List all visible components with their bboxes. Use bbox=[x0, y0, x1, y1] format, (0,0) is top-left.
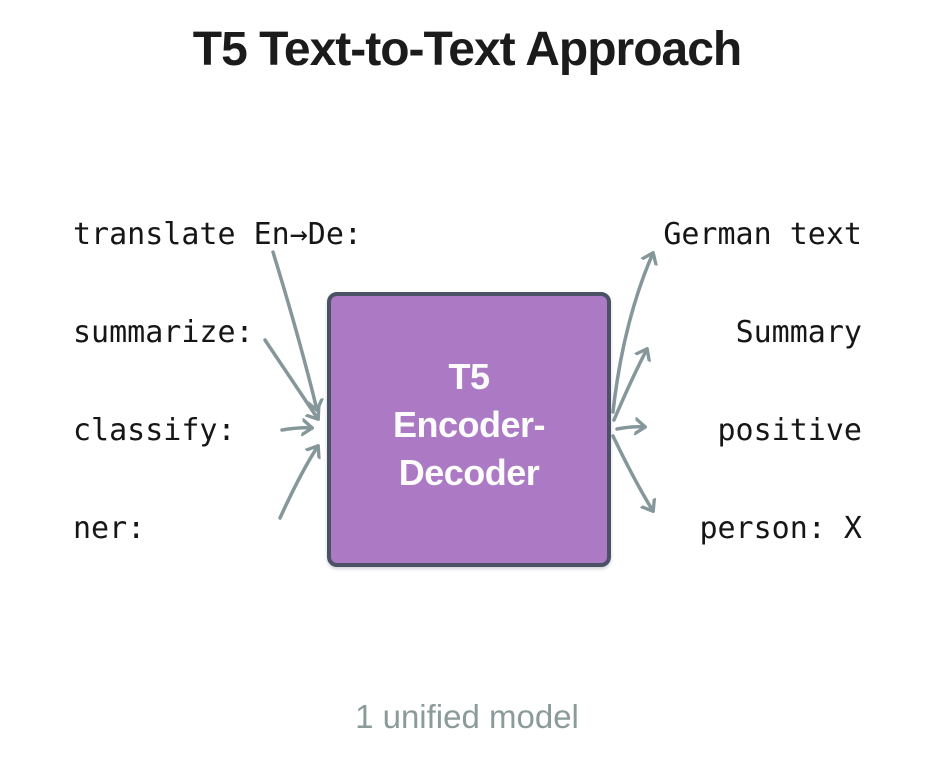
arrow-classify-to-model bbox=[280, 428, 312, 430]
output-label-person: person: X bbox=[699, 511, 862, 546]
output-label-positive: positive bbox=[717, 413, 863, 448]
input-label-translate: translate En→De: bbox=[73, 217, 362, 252]
arrow-summarize-to-model bbox=[263, 338, 318, 419]
diagram-title: T5 Text-to-Text Approach bbox=[192, 23, 742, 76]
model-box-line-1: T5 bbox=[448, 355, 490, 397]
arrow-model-to-german-text bbox=[611, 253, 653, 414]
input-label-summarize: summarize: bbox=[73, 315, 254, 350]
model-box-line-2: Encoder- bbox=[392, 403, 546, 445]
output-label-summary: Summary bbox=[735, 315, 862, 350]
model-box-line-3: Decoder bbox=[398, 451, 540, 493]
input-label-classify: classify: bbox=[73, 413, 236, 448]
arrow-ner-to-model bbox=[278, 446, 318, 520]
input-label-ner: ner: bbox=[73, 511, 146, 546]
output-label-german-text: German text bbox=[663, 217, 862, 252]
caption: 1 unified model bbox=[355, 698, 579, 735]
arrow-model-to-person bbox=[611, 434, 653, 511]
arrow-model-to-summary bbox=[612, 349, 647, 422]
arrow-translate-to-model bbox=[271, 250, 317, 410]
model-box: T5 Encoder- Decoder bbox=[327, 292, 611, 567]
arrow-model-to-positive bbox=[615, 427, 645, 429]
